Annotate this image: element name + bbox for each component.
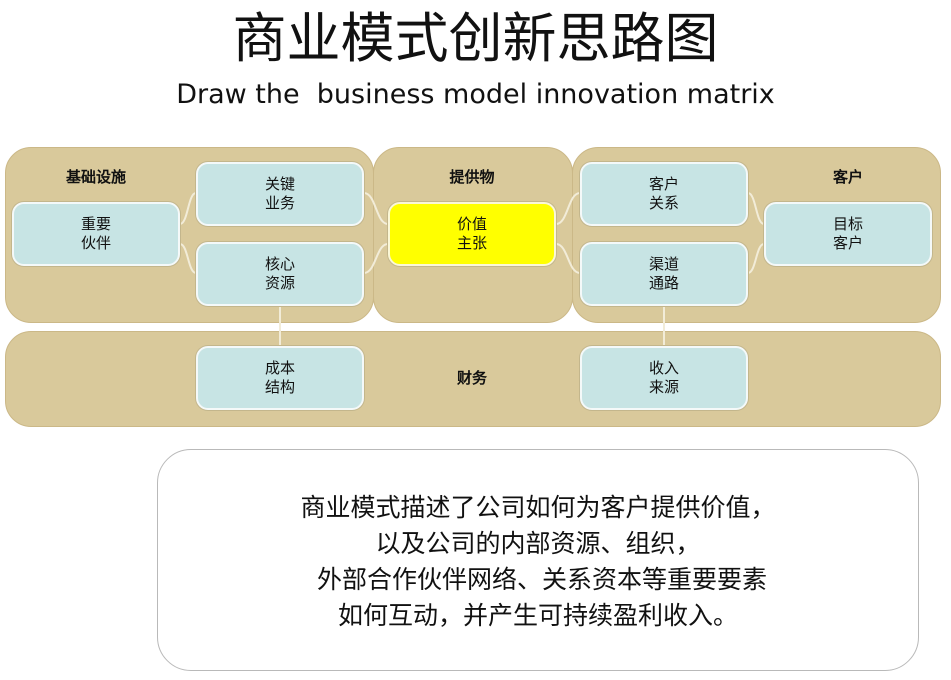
key-resources-block: 核心 资源: [196, 242, 364, 306]
customer-relationships-label: 客户 关系: [648, 175, 679, 212]
customer-segments-block: 目标 客户: [764, 202, 932, 266]
description-line: 如何互动，并产生可持续盈利收入。: [337, 601, 738, 630]
cost-structure-block: 成本 结构: [196, 346, 364, 410]
description-line: 商业模式描述了公司如何为客户提供价值，: [300, 493, 776, 522]
key-partners-block: 重要 伙伴: [12, 202, 180, 266]
key-activities-label: 关键 业务: [264, 175, 295, 212]
finance-panel: [5, 331, 941, 427]
customer-relationships-block: 客户 关系: [580, 162, 748, 226]
value-proposition-label: 价值 主张: [456, 215, 487, 252]
cost-structure-label: 成本 结构: [264, 359, 295, 396]
key-activities-block: 关键 业务: [196, 162, 364, 226]
page-subtitle: Draw the business model innovation matri…: [176, 79, 775, 110]
page-title: 商业模式创新思路图: [232, 7, 719, 70]
infrastructure-title: 基础设施: [65, 168, 126, 186]
customer-segments-label: 目标 客户: [832, 215, 863, 252]
channels-block: 渠道 通路: [580, 242, 748, 306]
key-partners-label: 重要 伙伴: [80, 215, 111, 252]
description-line: 以及公司的内部资源、组织，: [375, 529, 701, 558]
key-resources-label: 核心 资源: [264, 255, 295, 292]
customers-title: 客户: [832, 168, 863, 186]
finance-title: 财务: [456, 369, 487, 387]
description-box: 商业模式描述了公司如何为客户提供价值， 以及公司的内部资源、组织， 外部合作伙伴…: [157, 449, 919, 671]
revenue-streams-block: 收入 来源: [580, 346, 748, 410]
revenue-streams-label: 收入 来源: [648, 359, 679, 396]
offering-title: 提供物: [449, 168, 495, 186]
description-line: 外部合作伙伴网络、关系资本等重要要素: [309, 565, 767, 594]
value-proposition-block: 价值 主张: [388, 202, 556, 266]
channels-label: 渠道 通路: [648, 255, 679, 292]
